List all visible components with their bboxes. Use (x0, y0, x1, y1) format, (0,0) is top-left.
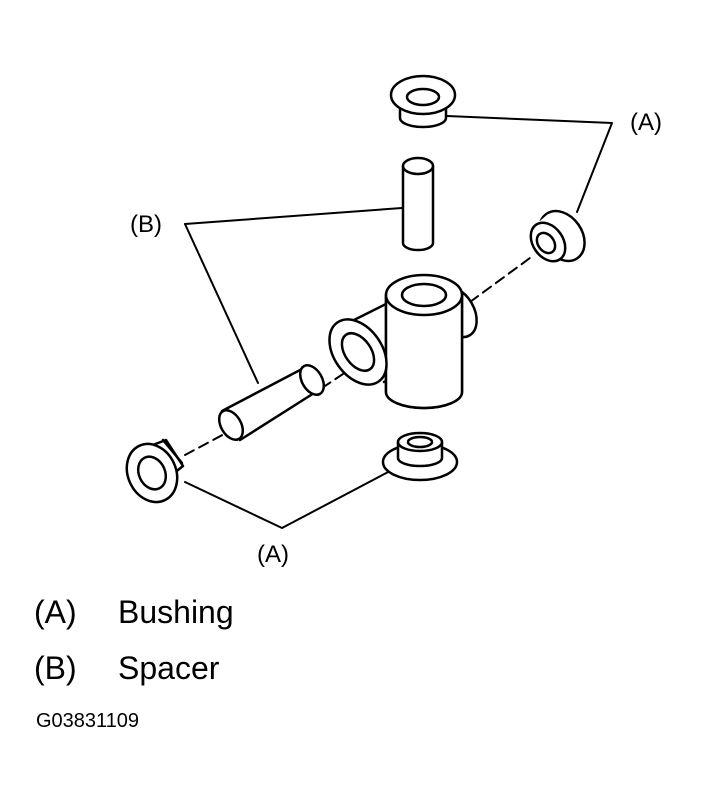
legend-text: Spacer (118, 650, 220, 686)
figure-id: G03831109 (36, 710, 140, 732)
callout-a-bottom: (A) (257, 541, 289, 568)
bushing-right (529, 209, 586, 263)
legend-code: (B) (34, 650, 77, 686)
legend-item-bushing: (A) Bushing (34, 594, 234, 630)
housing-body (328, 273, 478, 410)
spacer-vertical (401, 156, 435, 252)
spacer-horizontal (217, 364, 326, 442)
leader-lines (184, 115, 613, 529)
bushing-left (125, 438, 185, 504)
legend-code: (A) (34, 594, 77, 630)
axis-lines (184, 257, 531, 456)
exploded-parts-diagram: (A) (B) (A) (125, 74, 662, 568)
bushing-bottom (381, 431, 459, 482)
bushing-top (389, 74, 457, 129)
callout-a-top: (A) (630, 109, 662, 136)
callout-b: (B) (130, 211, 162, 238)
legend-text: Bushing (118, 594, 234, 630)
legend-item-spacer: (B) Spacer (34, 650, 219, 686)
